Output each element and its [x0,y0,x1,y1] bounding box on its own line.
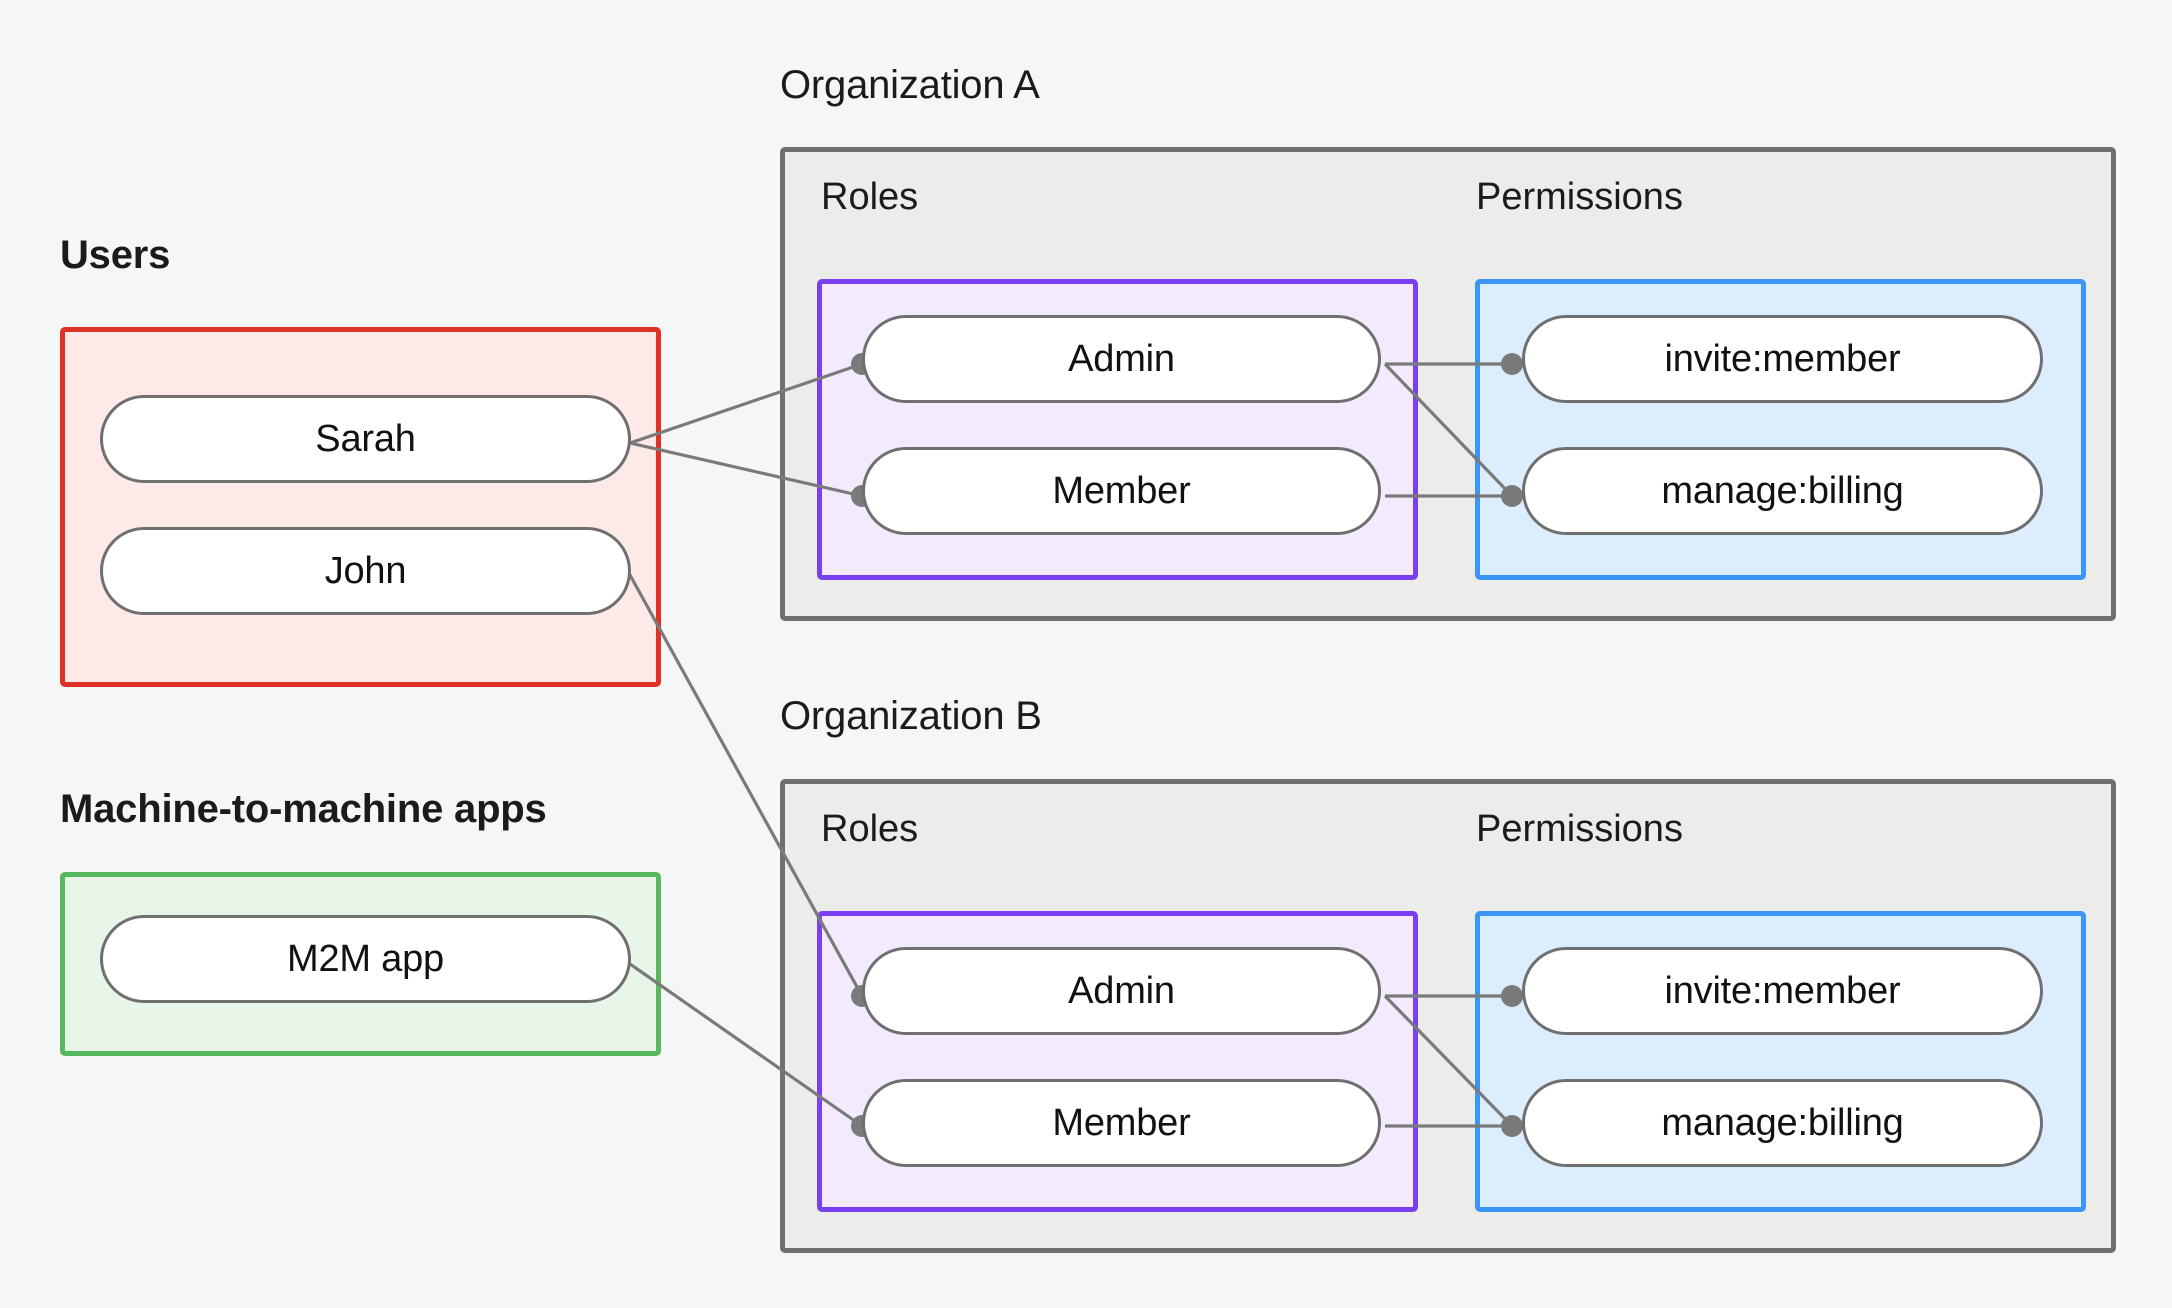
org-a-title: Organization A [780,63,1040,107]
m2m-container: M2M app [60,872,661,1056]
org-a-container: Roles Permissions Admin Member invite:me… [780,147,2116,621]
m2m-group-title: Machine-to-machine apps [60,787,547,831]
org-a-role-member[interactable]: Member [862,447,1381,535]
org-b-roles-label: Roles [821,808,919,850]
users-group-title: Users [60,233,171,277]
org-b-permissions-container: invite:member manage:billing [1475,911,2086,1212]
org-b-permissions-label: Permissions [1476,808,1683,850]
m2m-node-app[interactable]: M2M app [100,915,631,1003]
user-node-sarah[interactable]: Sarah [100,395,631,483]
org-b-title: Organization B [780,694,1042,738]
org-b-permission-manage-billing[interactable]: manage:billing [1522,1079,2043,1167]
org-b-role-member[interactable]: Member [862,1079,1381,1167]
org-a-role-admin[interactable]: Admin [862,315,1381,403]
user-node-john[interactable]: John [100,527,631,615]
users-container: Sarah John [60,327,661,687]
org-a-permissions-container: invite:member manage:billing [1475,279,2086,580]
org-a-roles-container: Admin Member [817,279,1418,580]
org-b-container: Roles Permissions Admin Member invite:me… [780,779,2116,1253]
org-a-roles-label: Roles [821,176,919,218]
org-b-role-admin[interactable]: Admin [862,947,1381,1035]
org-b-roles-container: Admin Member [817,911,1418,1212]
org-a-permissions-label: Permissions [1476,176,1683,218]
org-b-permission-invite-member[interactable]: invite:member [1522,947,2043,1035]
org-a-permission-manage-billing[interactable]: manage:billing [1522,447,2043,535]
org-a-permission-invite-member[interactable]: invite:member [1522,315,2043,403]
